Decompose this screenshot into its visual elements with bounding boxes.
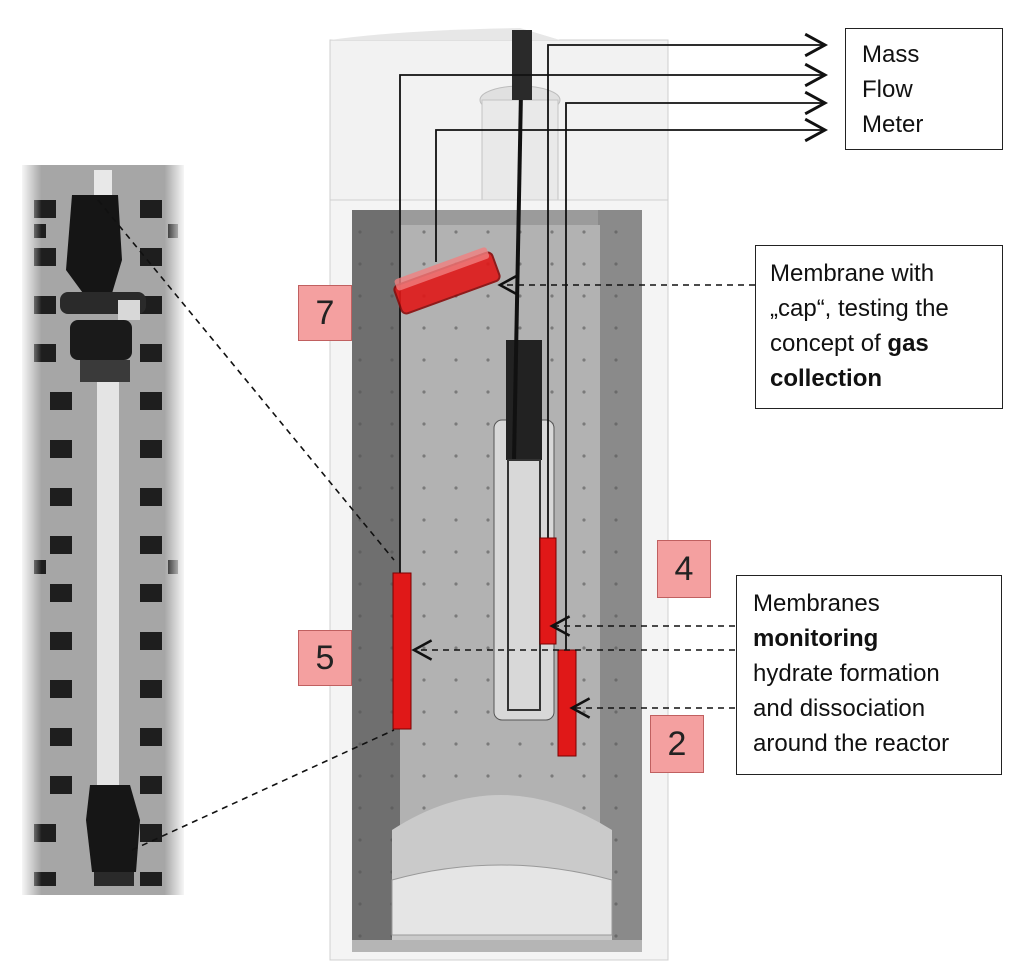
gas-collection-line4: collection [770, 361, 1002, 396]
label-4: 4 [657, 540, 711, 598]
gas-lines [399, 32, 829, 652]
membrane-7-cap [393, 247, 501, 315]
label-7: 7 [298, 285, 352, 341]
membrane-5 [392, 572, 412, 730]
gas-collection-line3-prefix: concept of [770, 330, 888, 357]
lead-membrane-7 [435, 117, 829, 262]
monitoring-callout: Membranes monitoring hydrate formation a… [736, 575, 1002, 775]
gas-collection-line4-bold: collection [770, 365, 883, 392]
monitoring-line3: hydrate formation [753, 660, 940, 687]
gas-collection-callout: Membrane with „cap“, testing the concept… [755, 245, 1003, 409]
mass-flow-meter-line1: Mass [862, 41, 920, 68]
label-7-text: 7 [315, 293, 335, 332]
monitoring-line2-bold: monitoring [753, 625, 879, 652]
monitoring-line2: monitoring [753, 621, 1001, 656]
monitoring-line1: Membranes [753, 590, 880, 617]
membranes [392, 247, 577, 757]
photo-link-top [97, 199, 395, 561]
gas-collection-line1: Membrane with [770, 260, 935, 287]
monitoring-line4: and dissociation [753, 695, 926, 722]
gas-collection-line3-bold: gas [887, 330, 929, 357]
callout-lines [97, 199, 755, 851]
mass-flow-meter-line3: Meter [862, 111, 924, 138]
gas-collection-line3: concept of gas [770, 326, 1002, 361]
reactor-cutaway [329, 28, 669, 961]
lead-membrane-5 [399, 62, 829, 575]
membrane-4 [539, 537, 557, 645]
mass-flow-meter-line2: Flow [862, 76, 913, 103]
label-2: 2 [650, 715, 704, 773]
membrane-photo [22, 165, 184, 895]
gas-collection-line2: „cap“, testing the [770, 295, 949, 322]
membrane-2 [557, 649, 577, 757]
mass-flow-meter-box: Mass Flow Meter [845, 28, 1003, 150]
monitoring-line5: around the reactor [753, 730, 950, 757]
lead-membrane-4 [547, 32, 829, 540]
label-5-text: 5 [315, 638, 335, 677]
label-4-text: 4 [674, 549, 694, 588]
label-2-text: 2 [667, 724, 687, 763]
label-5: 5 [298, 630, 352, 686]
lead-membrane-2 [565, 90, 829, 652]
photo-link-bottom [131, 729, 395, 851]
